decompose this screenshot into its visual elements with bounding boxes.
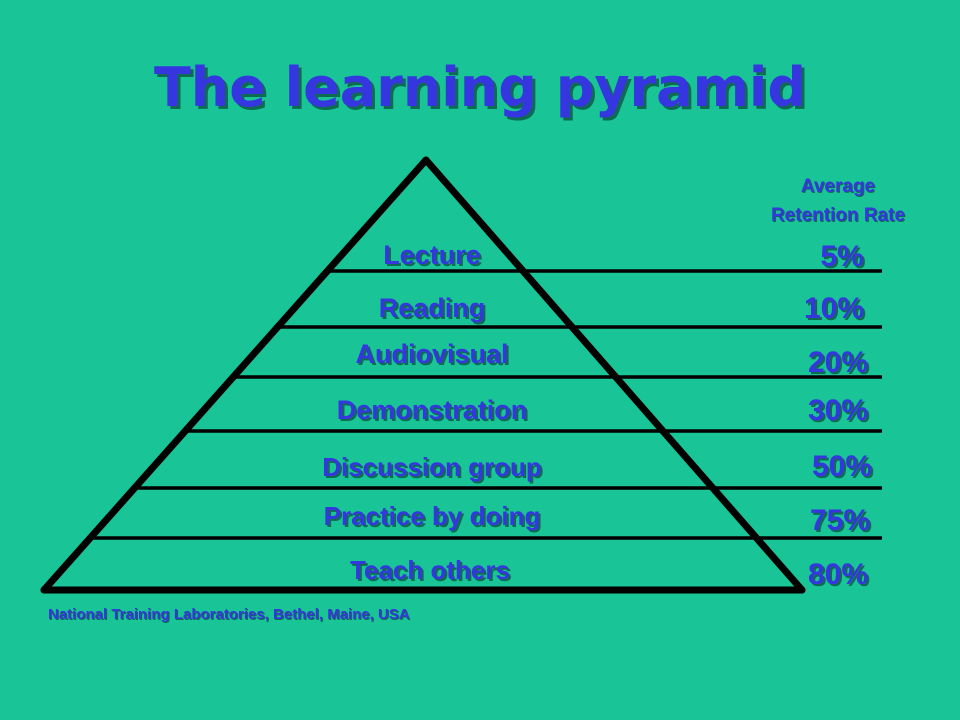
level-method-4: Demonstration <box>337 395 528 425</box>
svg-text:20%: 20% <box>810 348 870 381</box>
pyramid-left-edge <box>40 156 430 594</box>
svg-text:80%: 80% <box>810 560 870 593</box>
svg-text:75%: 75% <box>812 506 872 539</box>
level-retention-7: 80% <box>808 558 868 591</box>
svg-text:30%: 30% <box>810 396 870 429</box>
svg-text:5%: 5% <box>822 242 865 275</box>
level-retention-1: 5% <box>820 240 863 273</box>
level-method-7: Teach others <box>350 555 510 585</box>
pyramid-right-edge <box>422 156 806 594</box>
svg-text:Demonstration: Demonstration <box>339 397 530 427</box>
level-method-6: Practice by doing <box>324 501 541 531</box>
svg-text:Practice by doing: Practice by doing <box>326 503 543 533</box>
level-retention-5: 50% <box>812 450 872 483</box>
level-retention-3: 20% <box>808 346 868 379</box>
retention-header-line-1: Average <box>801 176 875 197</box>
svg-text:Average: Average <box>802 177 876 198</box>
svg-text:Lecture: Lecture <box>385 242 483 272</box>
svg-text:Audiovisual: Audiovisual <box>357 341 510 371</box>
source-credit: National Training Laboratories, Bethel, … <box>48 606 410 623</box>
level-retention-4: 30% <box>808 394 868 427</box>
svg-text:Discussion group: Discussion group <box>324 454 544 484</box>
level-method-2: Reading <box>379 293 486 323</box>
svg-text:Retention Rate: Retention Rate <box>772 206 906 227</box>
svg-text:Reading: Reading <box>381 295 488 325</box>
pyramid-lines <box>40 156 882 594</box>
level-retention-2: 10% <box>804 292 864 325</box>
level-method-5: Discussion group <box>322 452 542 482</box>
svg-text:50%: 50% <box>814 452 874 485</box>
slide-title: The learning pyramid <box>153 56 807 119</box>
retention-header-line-2: Retention Rate <box>771 205 905 226</box>
level-retention-6: 75% <box>810 504 870 537</box>
svg-text:10%: 10% <box>806 294 866 327</box>
level-method-3: Audiovisual <box>355 339 508 369</box>
level-method-1: Lecture <box>383 240 481 270</box>
svg-text:Teach others: Teach others <box>352 557 512 587</box>
